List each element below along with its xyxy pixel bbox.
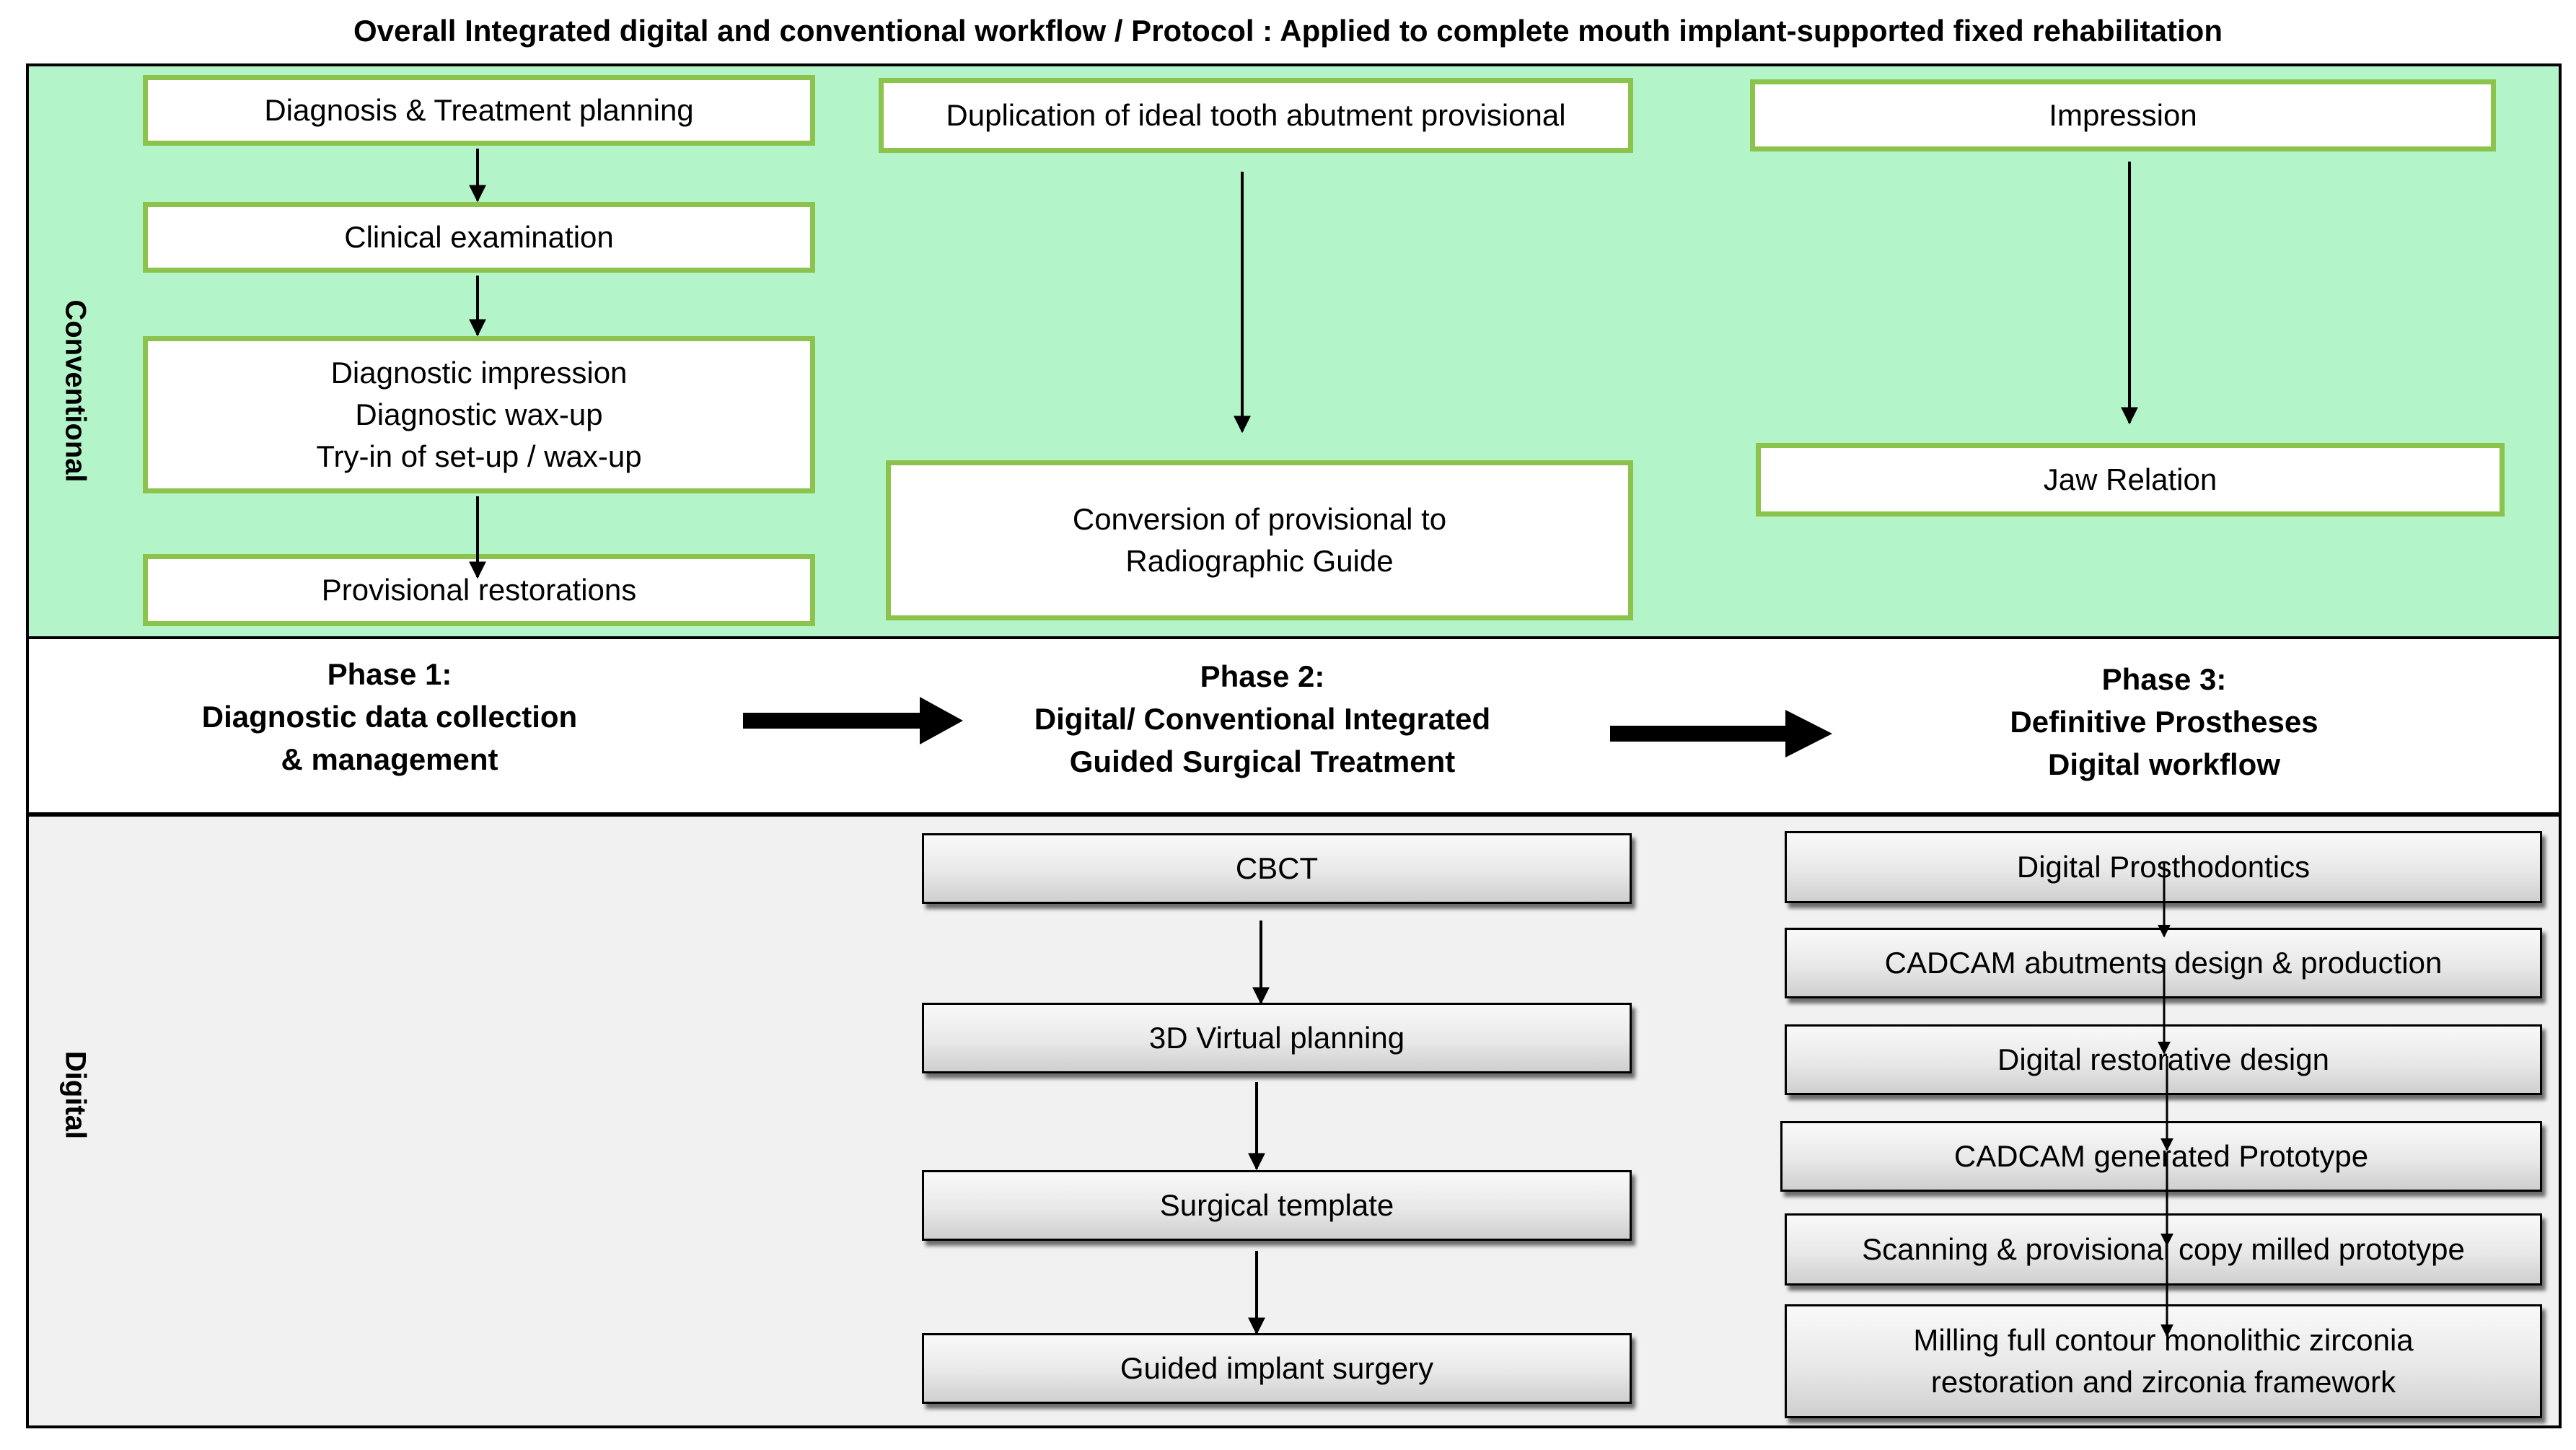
phase-arrow-2 [1610, 710, 1832, 757]
box-impression: Impression [1750, 79, 2496, 151]
box-3d-virtual-planning: 3D Virtual planning [922, 1003, 1632, 1073]
phase-3: Phase 3: Definitive Prostheses Digital w… [1876, 658, 2453, 786]
box-line: 3D Virtual planning [1148, 1021, 1405, 1055]
phase-line: & management [281, 742, 498, 776]
box-line: Try-in of set-up / wax-up [316, 439, 642, 473]
phase-line: Definitive Prostheses [2010, 705, 2318, 739]
phase-arrow-1 [743, 697, 963, 744]
box-conversion-radiographic-guide: Conversion of provisional to Radiographi… [886, 460, 1633, 620]
box-line: Duplication of ideal tooth abutment prov… [946, 98, 1566, 132]
box-clinical-examination: Clinical examination [143, 202, 815, 273]
phase-line: Digital workflow [2047, 747, 2280, 781]
phase-label: Phase 1: [327, 657, 452, 691]
phase-band [26, 639, 2562, 815]
box-line: CBCT [1235, 851, 1319, 885]
box-duplication-abutment-provisional: Duplication of ideal tooth abutment prov… [879, 78, 1633, 153]
box-line: Radiographic Guide [1125, 544, 1394, 578]
box-line: Clinical examination [344, 220, 614, 254]
box-diagnostic-impression: Diagnostic impression Diagnostic wax-up … [143, 336, 815, 493]
box-line: Jaw Relation [2043, 462, 2217, 496]
box-cadcam-prototype: CADCAM generated Prototype [1780, 1121, 2542, 1192]
box-diagnosis-treatment-planning: Diagnosis & Treatment planning [143, 75, 815, 146]
phase-label: Phase 2: [1200, 659, 1325, 693]
box-surgical-template: Surgical template [922, 1170, 1632, 1241]
phase-line: Diagnostic data collection [201, 700, 578, 734]
box-jaw-relation: Jaw Relation [1756, 443, 2505, 517]
box-line: Guided implant surgery [1120, 1351, 1434, 1385]
phase-2: Phase 2: Digital/ Conventional Integrate… [974, 655, 1551, 783]
phase-line: Digital/ Conventional Integrated [1034, 702, 1491, 736]
box-line: Impression [2049, 98, 2197, 132]
box-scanning-provisional-copy: Scanning & provisional copy milled proto… [1785, 1213, 2542, 1286]
diagram-title: Overall Integrated digital and conventio… [353, 14, 2223, 48]
box-line: Conversion of provisional to [1072, 502, 1447, 536]
box-line: Diagnostic wax-up [355, 397, 603, 431]
box-cbct: CBCT [922, 833, 1632, 904]
box-line: Diagnostic impression [330, 356, 628, 390]
phase-1: Phase 1: Diagnostic data collection & ma… [144, 653, 635, 781]
phase-label: Phase 3: [2101, 662, 2227, 696]
box-guided-implant-surgery: Guided implant surgery [922, 1333, 1632, 1404]
box-line: Diagnosis & Treatment planning [264, 93, 694, 127]
box-line: Surgical template [1159, 1188, 1394, 1222]
box-milling-zirconia: Milling full contour monolithic zirconia… [1785, 1304, 2542, 1418]
phase-line: Guided Surgical Treatment [1069, 744, 1456, 778]
box-line: restoration and zirconia framework [1930, 1365, 2396, 1399]
